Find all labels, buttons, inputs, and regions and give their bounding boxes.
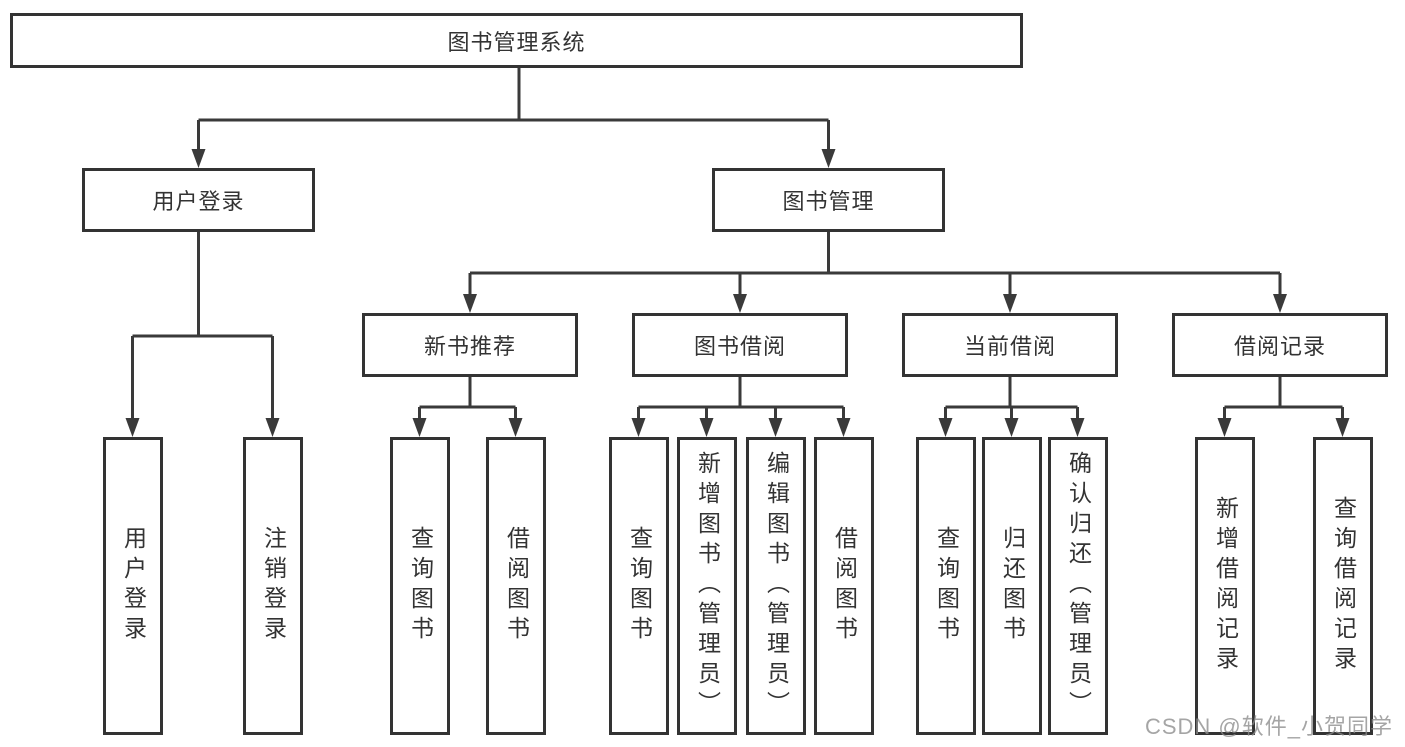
node-user-login-branch: 用户登录 xyxy=(82,168,315,232)
node-current-borrowing: 当前借阅 xyxy=(902,313,1118,377)
node-label: 新增图书（管理员） xyxy=(694,451,721,721)
leaf-add-books-admin: 新增图书（管理员） xyxy=(677,437,737,735)
leaf-logout: 注销登录 xyxy=(243,437,303,735)
node-label: 借阅图书 xyxy=(831,526,858,646)
node-label: 归还图书 xyxy=(999,526,1026,646)
leaf-add-borrow-record: 新增借阅记录 xyxy=(1195,437,1255,735)
leaf-return-books: 归还图书 xyxy=(982,437,1042,735)
leaf-confirm-return-admin: 确认归还（管理员） xyxy=(1048,437,1108,735)
node-borrowing-records: 借阅记录 xyxy=(1172,313,1388,377)
leaf-query-books: 查询图书 xyxy=(390,437,450,735)
node-label: 用户登录 xyxy=(120,526,147,646)
node-label: 查询借阅记录 xyxy=(1330,496,1357,676)
node-label: 借阅图书 xyxy=(503,526,530,646)
node-label: 图书借阅 xyxy=(693,334,786,359)
node-new-book-recommendation: 新书推荐 xyxy=(362,313,578,377)
node-label: 用户登录 xyxy=(152,189,245,214)
node-label: 新书推荐 xyxy=(423,334,516,359)
node-label: 编辑图书（管理员） xyxy=(763,451,790,721)
node-book-borrowing: 图书借阅 xyxy=(632,313,848,377)
node-label: 当前借阅 xyxy=(963,334,1056,359)
leaf-borrow-books: 借阅图书 xyxy=(814,437,874,735)
node-label: 借阅记录 xyxy=(1233,334,1326,359)
node-label: 新增借阅记录 xyxy=(1212,496,1239,676)
node-label: 图书管理系统 xyxy=(447,29,586,55)
leaf-query-books: 查询图书 xyxy=(916,437,976,735)
leaf-edit-books-admin: 编辑图书（管理员） xyxy=(746,437,806,735)
node-label: 确认归还（管理员） xyxy=(1065,451,1092,721)
csdn-watermark: CSDN @软件_小贺同学 xyxy=(1144,714,1393,739)
node-book-management-branch: 图书管理 xyxy=(712,168,945,232)
leaf-query-borrow-record: 查询借阅记录 xyxy=(1313,437,1373,735)
node-label: 注销登录 xyxy=(260,526,287,646)
leaf-borrow-books: 借阅图书 xyxy=(486,437,546,735)
node-label: 查询图书 xyxy=(407,526,434,646)
node-root-system: 图书管理系统 xyxy=(10,13,1023,68)
leaf-user-login: 用户登录 xyxy=(103,437,163,735)
node-label: 图书管理 xyxy=(782,189,875,214)
node-label: 查询图书 xyxy=(626,526,653,646)
node-label: 查询图书 xyxy=(933,526,960,646)
leaf-query-books: 查询图书 xyxy=(609,437,669,735)
